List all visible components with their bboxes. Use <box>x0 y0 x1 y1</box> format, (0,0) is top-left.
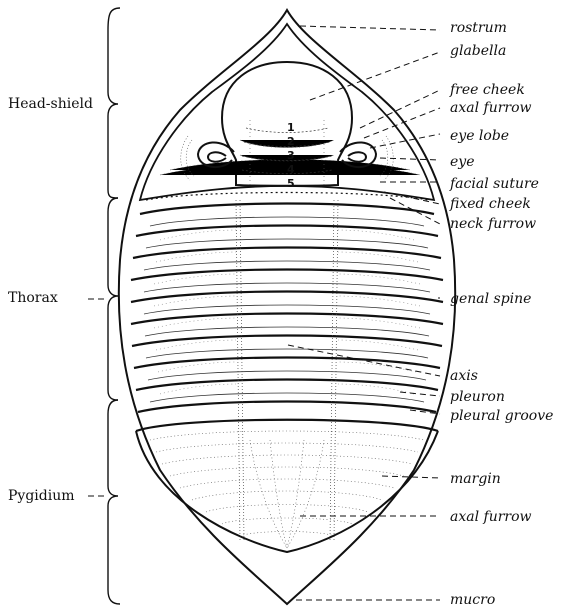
glabella-lobe-4: 4 <box>287 164 295 175</box>
label-free-cheek: free cheek <box>450 82 525 98</box>
label-neck-furrow: neck furrow <box>450 216 536 232</box>
label-axal-furrow-bottom: axal furrow <box>450 509 532 525</box>
region-brace <box>108 8 120 198</box>
label-fixed-cheek: fixed cheek <box>450 196 531 212</box>
glabella-lobe-2: 2 <box>287 136 295 147</box>
glabella-lobe-3: 3 <box>287 150 295 161</box>
label-axal-furrow-top: axal furrow <box>450 100 532 116</box>
glabella-lobe-5: 5 <box>287 178 295 189</box>
label-margin: margin <box>450 471 501 487</box>
label-genal-spine: genal spine <box>450 291 531 307</box>
thorax-label: Thorax <box>8 290 58 306</box>
label-glabella: glabella <box>450 43 506 59</box>
label-pleural-groove: pleural groove <box>450 408 553 424</box>
pygidium-outline <box>136 431 438 552</box>
pygidium-label: Pygidium <box>8 488 75 504</box>
pygidium-brace <box>108 400 120 604</box>
thorax-segments <box>131 204 443 432</box>
thorax-brace <box>108 198 118 400</box>
body-outline <box>119 10 455 604</box>
label-eye-lobe: eye lobe <box>450 128 509 144</box>
head-shield-label: Head-shield <box>8 96 93 112</box>
label-eye: eye <box>450 154 474 170</box>
label-mucro: mucro <box>450 592 495 608</box>
label-axis: axis <box>450 368 478 384</box>
label-facial-suture: facial suture <box>450 176 539 192</box>
label-rostrum: rostrum <box>450 20 507 36</box>
label-pleuron: pleuron <box>450 389 505 405</box>
glabella-lobe-1: 1 <box>287 122 295 133</box>
